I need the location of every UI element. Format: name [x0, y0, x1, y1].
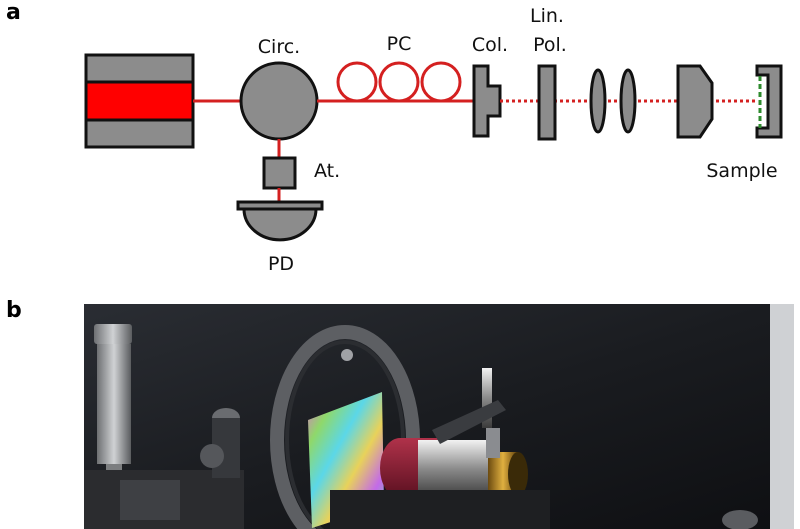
optical-setup-schematic: Circ. PC Col. Lin. Pol. At. PD Sample: [84, 5, 783, 275]
label-polarization-controller: PC: [387, 33, 412, 55]
label-collimator: Col.: [472, 34, 508, 56]
objective-lens: [676, 64, 714, 139]
lens-1: [589, 68, 607, 134]
photo-right-wall: [770, 304, 794, 529]
panel-letter-a: a: [6, 0, 21, 25]
panel-letter-b: b: [6, 298, 22, 323]
label-circulator: Circ.: [258, 36, 300, 58]
adjustment-knob: [722, 510, 758, 529]
photodiode: [236, 200, 324, 242]
label-linear-polarizer-line1: Lin.: [530, 5, 564, 27]
mount-knob-2: [200, 444, 224, 468]
micrometer: [94, 324, 132, 484]
objective-assembly: [380, 438, 528, 498]
stage-block: [120, 480, 180, 520]
label-attenuator: At.: [314, 160, 340, 182]
label-linear-polarizer-line2: Pol.: [533, 34, 567, 56]
polarization-controller: [317, 61, 474, 103]
base-plate: [330, 490, 550, 529]
post-holder: [432, 368, 506, 458]
lens-2: [619, 68, 637, 134]
collimator: [472, 64, 502, 138]
label-sample: Sample: [706, 160, 777, 182]
label-photodiode: PD: [268, 253, 294, 275]
linear-polarizer: [537, 64, 557, 141]
sample-holder: [755, 64, 783, 139]
